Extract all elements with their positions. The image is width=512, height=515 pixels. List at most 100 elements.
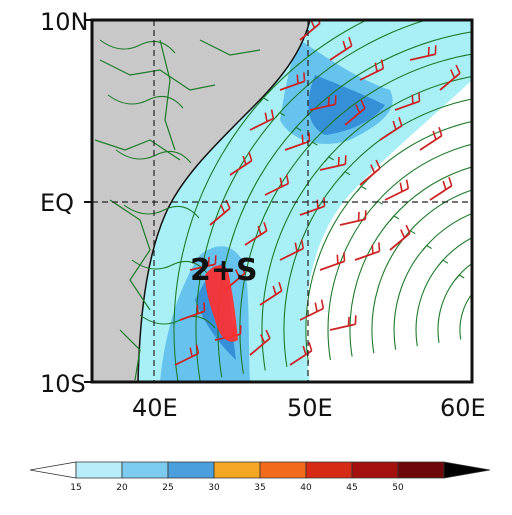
streamline	[283, 98, 472, 367]
wind-barb-flag	[399, 182, 403, 192]
wind-barb	[279, 247, 304, 261]
wind-barb-flag	[296, 74, 299, 84]
colorbar-tick-label: 35	[254, 483, 265, 493]
streamline-arrow	[438, 259, 449, 266]
colorbar-tick-label: 15	[70, 483, 81, 493]
wind-barb	[439, 72, 461, 91]
wind-barb	[329, 45, 353, 61]
streamline	[371, 189, 472, 354]
colorbar-tick-label: 45	[346, 483, 357, 493]
wind-barb-flag	[195, 344, 200, 354]
colorbar-swatch	[351, 461, 399, 479]
wind-barb	[264, 182, 289, 196]
country-border	[109, 199, 151, 311]
wind-barb-flag	[270, 109, 275, 119]
wind-barb	[284, 140, 310, 151]
colorbar-swatch	[121, 461, 169, 479]
streamline	[131, 259, 208, 274]
wind-barb	[299, 22, 321, 41]
wind-barb-flag	[370, 164, 376, 174]
wind-barb	[419, 135, 443, 151]
country-border	[159, 39, 176, 151]
wind-barb-flag	[336, 254, 339, 264]
streamline	[415, 237, 472, 347]
streamline-arrow	[389, 215, 400, 222]
colorbar-swatch	[259, 461, 307, 479]
lon-label-40e: 40E	[132, 394, 178, 422]
streamline-arrow	[356, 185, 367, 192]
wind-barb	[249, 117, 274, 131]
streamline	[123, 204, 200, 219]
lat-label-10s: 10S	[40, 370, 86, 398]
wind-barb-flag	[308, 132, 311, 142]
streamline	[107, 94, 184, 109]
wind-barb-flag	[272, 285, 277, 295]
wind-barb-flag	[348, 36, 353, 47]
streamline	[437, 262, 472, 343]
colorbar-swatch	[305, 461, 353, 479]
wind-barb	[409, 53, 436, 61]
colorbar-tick-label: 20	[116, 483, 128, 493]
wind-barb	[394, 100, 420, 111]
wind-barb-flag	[371, 244, 374, 254]
wind-barb-flag	[374, 62, 378, 72]
streamline-arrow	[291, 126, 302, 133]
wind-barb	[174, 352, 199, 366]
colorbar-tick-label: 50	[392, 483, 404, 493]
wind-barb	[209, 207, 231, 226]
streamline-arrow	[454, 274, 465, 281]
wind-barb	[389, 232, 411, 251]
wind-barb-flag	[257, 225, 262, 235]
wind-barb-flag	[207, 256, 210, 266]
wind-barb-flag	[392, 120, 397, 130]
wind-barb-flag	[278, 281, 283, 292]
wind-barb-flag	[380, 59, 385, 69]
wind-barb-flag	[343, 252, 346, 262]
lon-label-60e: 60E	[440, 394, 486, 422]
streamline-arrow	[258, 97, 269, 104]
wind-barb-flag	[357, 211, 360, 221]
colorbar-swatch	[75, 461, 123, 479]
wind-barb	[319, 163, 346, 171]
wind-barb	[279, 80, 305, 91]
country-border	[99, 59, 216, 91]
streamline-arrow	[324, 156, 334, 163]
wind-barb-flag	[347, 316, 350, 326]
wind-barb-flag	[260, 334, 266, 344]
wind-barb-flag	[264, 112, 268, 122]
streamline	[239, 53, 472, 374]
wind-barb-flag	[242, 155, 247, 165]
wind-barb-flag	[432, 130, 437, 140]
colorbar-tick-label: 30	[208, 483, 220, 493]
wind-barb-flag	[455, 64, 461, 74]
colorbar-swatch	[213, 461, 261, 479]
colorbar-swatch	[29, 461, 77, 479]
wind-barb	[244, 230, 268, 246]
lat-label-10n: 10N	[40, 8, 89, 36]
wind-barb	[299, 307, 324, 321]
wind-barb	[359, 167, 381, 186]
wind-barb-flag	[320, 299, 325, 309]
wind-barb-flag	[375, 159, 381, 169]
streamline	[195, 20, 428, 381]
wind-barb-flag	[203, 302, 206, 312]
wind-barb	[299, 205, 325, 216]
wind-barb-flag	[360, 99, 366, 109]
wind-barb-flag	[405, 224, 411, 234]
wind-barb-flag	[196, 304, 199, 314]
jet-annotation-label: 2+S	[190, 253, 258, 288]
colorbar-swatch	[167, 461, 215, 479]
wind-barb-flag	[355, 104, 361, 114]
wind-barb	[384, 187, 409, 201]
wind-barb-flag	[189, 347, 193, 357]
streamline-arrow	[405, 229, 416, 237]
wind-barb-flag	[316, 199, 319, 209]
wind-barb-flag	[438, 126, 443, 137]
wind-barb-flag	[265, 329, 271, 339]
wind-barb-flag	[235, 269, 241, 279]
wind-barb	[189, 263, 216, 271]
wind-barb	[379, 125, 403, 141]
wind-barb	[319, 260, 345, 271]
